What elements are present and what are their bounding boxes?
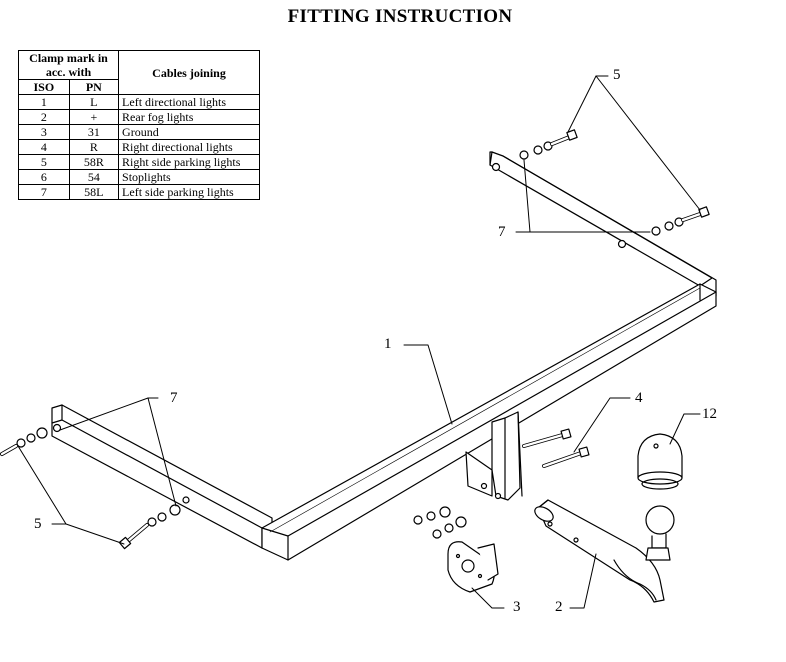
callout-2: 2 (555, 599, 563, 615)
ball-mount-arm (534, 499, 675, 603)
main-crossbar (261, 283, 717, 561)
callout-5-left: 5 (34, 516, 42, 532)
callout-7-left: 7 (170, 390, 178, 406)
desc-cell: Right directional lights (118, 139, 260, 155)
header-pn: PN (68, 79, 120, 95)
bolt-set-4 (522, 428, 590, 468)
leader-lines (17, 75, 701, 609)
page-title: FITTING INSTRUCTION (287, 6, 513, 27)
bolt-set-5-top (519, 129, 710, 236)
right-side-bracket (489, 151, 717, 301)
washers-central (413, 506, 467, 539)
callout-12: 12 (702, 406, 717, 422)
callout-4: 4 (635, 390, 643, 406)
table-subheader-row: ISO PN (18, 79, 260, 95)
wiring-table: Clamp mark in acc. with Cables joining I… (17, 50, 260, 200)
desc-cell: Right side parking lights (118, 154, 260, 170)
ball-cap (637, 433, 683, 490)
bolt-set-5-left (0, 427, 181, 550)
left-side-bracket (51, 404, 273, 549)
socket-plate (447, 541, 499, 593)
pn-cell: 58R (68, 154, 120, 170)
desc-cell: Left side parking lights (118, 184, 260, 200)
callout-5-top: 5 (613, 67, 621, 83)
table-row: 2+Rear fog lights (18, 109, 260, 125)
callout-3: 3 (513, 599, 521, 615)
desc-cell: Rear fog lights (118, 109, 260, 125)
mounting-plate (465, 411, 523, 501)
pn-cell: 58L (68, 184, 120, 200)
callout-7-top: 7 (498, 224, 506, 240)
iso-cell: 7 (18, 184, 70, 200)
header-clamp-mark: Clamp mark in acc. with (17, 50, 120, 80)
callout-1: 1 (384, 336, 392, 352)
